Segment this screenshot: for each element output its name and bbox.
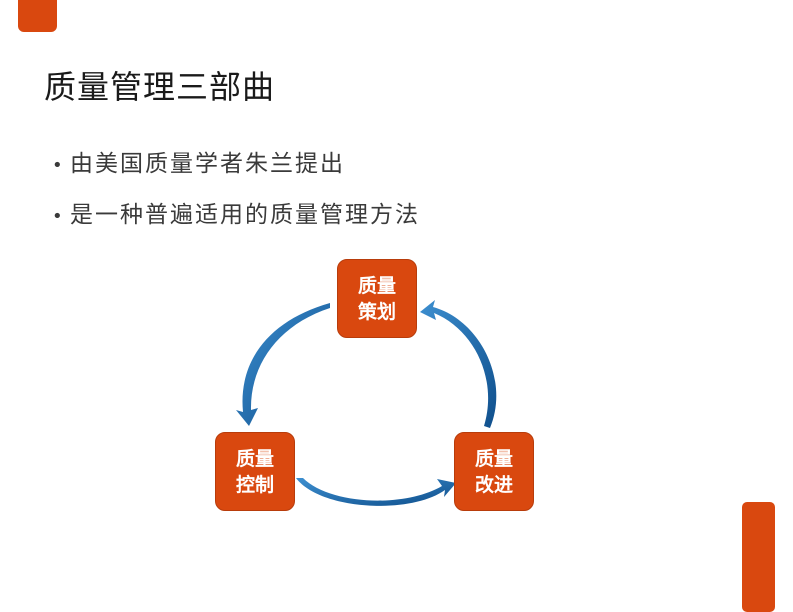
bullet-text: 由美国质量学者朱兰提出 — [70, 151, 345, 177]
arrow-improve-to-plan — [420, 300, 497, 428]
arrow-control-to-improve — [296, 478, 456, 506]
bullet-dot-icon: • — [52, 206, 65, 227]
bullet-dot-icon: • — [52, 155, 65, 176]
arrow-plan-to-control — [236, 303, 330, 426]
node-label: 改进 — [474, 473, 513, 496]
bullet-item: •由美国质量学者朱兰提出 — [52, 144, 345, 178]
decorative-tab-bottom — [742, 502, 775, 612]
bullet-text: 是一种普遍适用的质量管理方法 — [70, 202, 420, 228]
node-quality-control: 质量控制 — [215, 432, 295, 511]
node-label: 质量 — [357, 274, 396, 297]
node-quality-planning: 质量策划 — [337, 259, 417, 338]
slide-title: 质量管理三部曲 — [44, 68, 276, 106]
decorative-tab-top — [18, 0, 57, 32]
node-label: 质量 — [474, 447, 513, 470]
node-quality-improvement: 质量改进 — [454, 432, 534, 511]
bullet-item: •是一种普遍适用的质量管理方法 — [52, 195, 420, 229]
node-label: 策划 — [357, 300, 396, 323]
node-label: 控制 — [235, 473, 274, 496]
node-label: 质量 — [235, 447, 274, 470]
cycle-arrows — [236, 300, 497, 506]
